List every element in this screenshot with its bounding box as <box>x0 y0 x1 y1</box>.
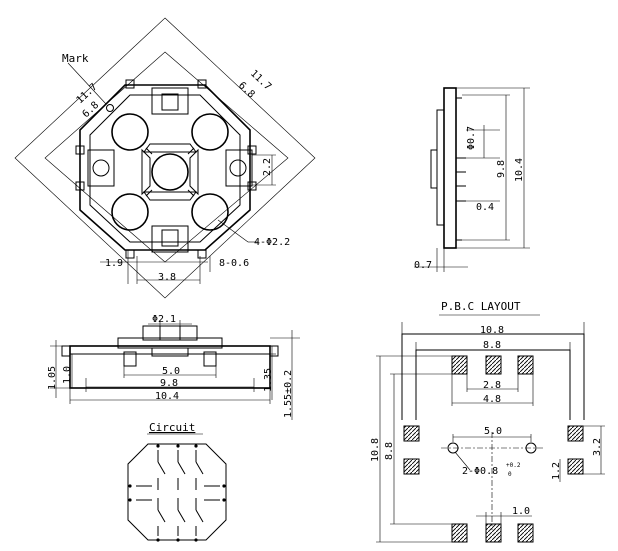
pcb-outline-inner <box>415 349 571 420</box>
pad-left-2 <box>403 458 420 475</box>
dim-holes: 4-Φ2.2 <box>254 237 290 248</box>
pin-right-top <box>247 145 257 155</box>
dim-left-inner: 1.0 <box>62 366 73 384</box>
front-terminal-1 <box>123 351 137 367</box>
hole-bottom-right <box>191 193 229 231</box>
dim-pin-len: 0.4 <box>476 202 494 213</box>
side-view: 10.4 9.8 Φ0.7 0.4 0.7 <box>414 87 530 272</box>
terminal-bottom <box>151 225 189 253</box>
dim-pin-dia: Φ0.7 <box>466 126 477 150</box>
pad-right-2 <box>567 458 584 475</box>
circuit-contacts <box>136 450 220 536</box>
dim-actuator: Φ2.1 <box>152 314 176 325</box>
dim-inner-5: 5.0 <box>162 366 180 377</box>
circuit-diagram: Circuit <box>127 421 227 542</box>
dim-108-left: 10.8 <box>370 438 381 462</box>
side-actuator <box>430 149 438 189</box>
pin-right-bottom <box>247 181 257 191</box>
terminal-right-hole <box>229 159 247 177</box>
switch-body-inner <box>89 94 241 243</box>
outer-diamond-outline <box>14 17 316 299</box>
slider-left <box>141 148 151 196</box>
dim-pins: 8-0.6 <box>219 258 249 269</box>
dim-inner-right: 6.8 <box>236 80 257 100</box>
pin-bottom-left <box>125 249 135 259</box>
pin-left-bottom <box>75 181 85 191</box>
pin-top-right <box>197 79 207 89</box>
hole-bottom-left <box>111 193 149 231</box>
dim-right-height: 2.2 <box>262 158 273 176</box>
circuit-outline <box>127 443 227 541</box>
pad-right-1 <box>567 425 584 442</box>
pad-top-2 <box>485 355 502 375</box>
dim-28: 2.8 <box>483 380 501 391</box>
dim-outer-height: 10.4 <box>514 158 525 182</box>
front-pin-right <box>269 345 279 357</box>
front-pin-left <box>61 345 71 357</box>
dim-32: 3.2 <box>592 438 603 456</box>
dim-inner-98: 9.8 <box>160 378 178 389</box>
pad-bottom-2 <box>485 523 502 543</box>
pad-top-3 <box>517 355 534 375</box>
dim-right-135: 1.35 <box>263 368 274 392</box>
hole-top-left <box>111 113 149 151</box>
slider-top <box>143 143 197 153</box>
slider-bottom <box>143 191 197 201</box>
mark-label: Mark <box>62 52 89 65</box>
dim-holes: 2-Φ0.8 <box>462 466 498 477</box>
side-body <box>443 87 457 249</box>
dim-inner-height: 9.8 <box>496 160 507 178</box>
dim-holes-tol-minus: 0 <box>508 471 512 478</box>
center-actuator <box>151 153 189 191</box>
front-body <box>69 345 271 389</box>
side-plate <box>436 109 445 226</box>
terminal-right <box>225 149 253 187</box>
top-view: Mark 11.7 6.8 11.7 6.8 2.2 4-Φ2.2 1.9 8-… <box>14 17 316 299</box>
pin-bottom-right <box>197 249 207 259</box>
pad-bottom-3 <box>517 523 534 543</box>
dim-12: 1.2 <box>551 462 562 480</box>
pad-bottom-1 <box>451 523 468 543</box>
pad-top-1 <box>451 355 468 375</box>
hole-top-right <box>191 113 229 151</box>
mark-symbol <box>106 104 114 112</box>
terminal-top <box>151 87 189 115</box>
front-actuator <box>142 325 198 341</box>
dim-88: 8.8 <box>483 340 501 351</box>
dim-bottom-left: 1.9 <box>105 258 123 269</box>
dim-base: 0.7 <box>414 260 432 271</box>
mark-leader <box>67 62 107 105</box>
dim-48: 4.8 <box>483 394 501 405</box>
pcb-layout: P.B.C LAYOUT 5.0 2-Φ0.8 +0.2 0 <box>370 300 605 543</box>
dim-108-top: 10.8 <box>480 325 504 336</box>
circuit-title: Circuit <box>149 421 195 434</box>
dim-10: 1.0 <box>512 506 530 517</box>
front-center-block <box>151 347 189 357</box>
dim-88-left: 8.8 <box>384 442 395 460</box>
terminal-left-hole <box>92 159 110 177</box>
front-view: Φ2.1 5.0 9.8 10.4 1.05 1.0 1.35 1.55±0.2 <box>47 314 300 420</box>
dim-right-155: 1.55±0.2 <box>283 370 294 418</box>
pad-left-1 <box>403 425 420 442</box>
terminal-top-hole <box>161 93 179 111</box>
dim-50: 5.0 <box>484 426 502 437</box>
terminal-bottom-hole <box>161 229 179 247</box>
dim-holes-tol-plus: +0.2 <box>506 462 521 469</box>
pcb-title: P.B.C LAYOUT <box>441 300 521 313</box>
pin-left-top <box>75 145 85 155</box>
dim-left-outer: 1.05 <box>47 366 58 390</box>
dim-bottom-center: 3.8 <box>158 272 176 283</box>
front-terminal-2 <box>203 351 217 367</box>
circuit-terminals <box>128 444 226 542</box>
slider-right <box>189 148 199 196</box>
dim-total: 10.4 <box>155 391 179 402</box>
pin-top-left <box>125 79 135 89</box>
terminal-left <box>87 149 115 187</box>
